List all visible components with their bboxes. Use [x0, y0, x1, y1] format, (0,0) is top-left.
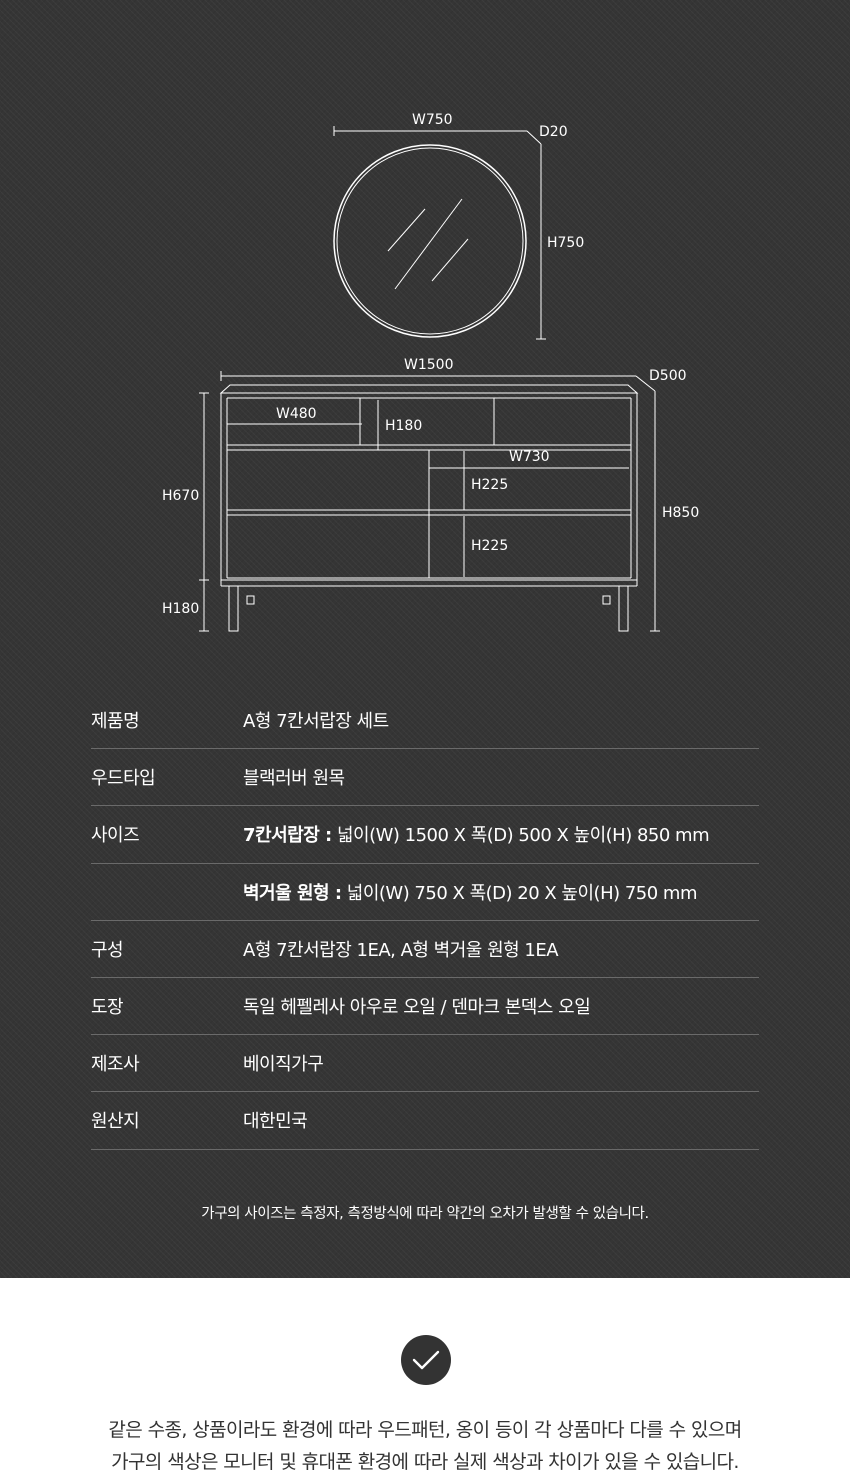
- caution-line: 같은 수종, 상품이라도 환경에 따라 우드패턴, 옹이 등이 각 상품마다 다…: [108, 1419, 742, 1441]
- spec-row-finish: 도장 독일 헤펠레사 아우로 오일 / 덴마크 본덱스 오일: [91, 978, 759, 1036]
- spec-row-composition: 구성 A형 7칸서랍장 1EA, A형 벽거울 원형 1EA: [91, 921, 759, 978]
- dimension-drawing: W750 D20 H750 W1500 D500 W480 H180 W730 …: [162, 112, 699, 632]
- spec-row-product-name: 제품명 A형 7칸서랍장 세트: [91, 692, 759, 750]
- spec-value: 대한민국: [243, 1111, 308, 1133]
- cabinet-depth-label: D500: [649, 368, 687, 384]
- spec-row-manufacturer: 제조사 베이직가구: [91, 1035, 759, 1093]
- spec-value: 베이직가구: [243, 1054, 324, 1076]
- caution-text: 같은 수종, 상품이라도 환경에 따라 우드패턴, 옹이 등이 각 상품마다 다…: [0, 1414, 850, 1478]
- spec-row-wood-type: 우드타입 블랙러버 원목: [91, 749, 759, 807]
- spec-label: 제조사: [91, 1054, 140, 1076]
- mirror-width-label: W750: [412, 112, 453, 128]
- spec-label: 구성: [91, 939, 124, 961]
- spec-label: 도장: [91, 997, 124, 1019]
- spec-value-bold: 7칸서랍장 :: [243, 825, 332, 847]
- drawer-width-label: W480: [276, 406, 317, 422]
- cabinet-drawing: [219, 384, 639, 632]
- spec-value-text: 넓이(W) 1500 X 폭(D) 500 X 높이(H) 850 mm: [331, 825, 710, 847]
- spec-row-size-cabinet: 사이즈 7칸서랍장 : 넓이(W) 1500 X 폭(D) 500 X 높이(H…: [91, 806, 759, 864]
- spec-section: W750 D20 H750 W1500 D500 W480 H180 W730 …: [0, 0, 850, 1278]
- spec-value: 7칸서랍장 : 넓이(W) 1500 X 폭(D) 500 X 높이(H) 85…: [243, 821, 759, 847]
- body-height-label: H670: [162, 488, 199, 504]
- caution-line: 가구의 색상은 모니터 및 휴대폰 환경에 따라 실제 색상과 차이가 있을 수…: [111, 1451, 739, 1473]
- spec-value-bold: 벽거울 원형 :: [243, 882, 342, 904]
- cabinet-width-label: W1500: [404, 357, 453, 373]
- drawer-height-label: H180: [385, 418, 422, 434]
- spec-value: 독일 헤펠레사 아우로 오일 / 덴마크 본덱스 오일: [243, 997, 591, 1019]
- spec-row-size-mirror: 벽거울 원형 : 넓이(W) 750 X 폭(D) 20 X 높이(H) 750…: [91, 864, 759, 921]
- door-height-top-label: H225: [471, 477, 508, 493]
- check-icon: [401, 1335, 451, 1385]
- spec-label: 원산지: [91, 1111, 140, 1133]
- spec-value: A형 7칸서랍장 세트: [243, 711, 389, 733]
- mirror-drawing: [333, 144, 527, 338]
- size-note: 가구의 사이즈는 측정자, 측정방식에 따라 약간의 오차가 발생할 수 있습니…: [201, 1206, 649, 1222]
- spec-value-text: 넓이(W) 750 X 폭(D) 20 X 높이(H) 750 mm: [341, 882, 698, 904]
- total-height-label: H850: [662, 505, 699, 521]
- door-height-bottom-label: H225: [471, 538, 508, 554]
- spec-table: 제품명 A형 7칸서랍장 세트 우드타입 블랙러버 원목 사이즈 7칸서랍장 :…: [91, 692, 759, 1150]
- spec-value: A형 7칸서랍장 1EA, A형 벽거울 원형 1EA: [243, 939, 559, 961]
- spec-row-origin: 원산지 대한민국: [91, 1092, 759, 1150]
- mirror-depth-label: D20: [539, 124, 568, 140]
- spec-label: 제품명: [91, 711, 140, 733]
- spec-label: 사이즈: [91, 825, 140, 847]
- mirror-height-label: H750: [547, 235, 584, 251]
- spec-value: 블랙러버 원목: [243, 768, 345, 790]
- door-width-label: W730: [509, 449, 550, 465]
- spec-label: 우드타입: [91, 768, 156, 790]
- spec-value: 벽거울 원형 : 넓이(W) 750 X 폭(D) 20 X 높이(H) 750…: [243, 879, 759, 905]
- leg-height-label: H180: [162, 601, 199, 617]
